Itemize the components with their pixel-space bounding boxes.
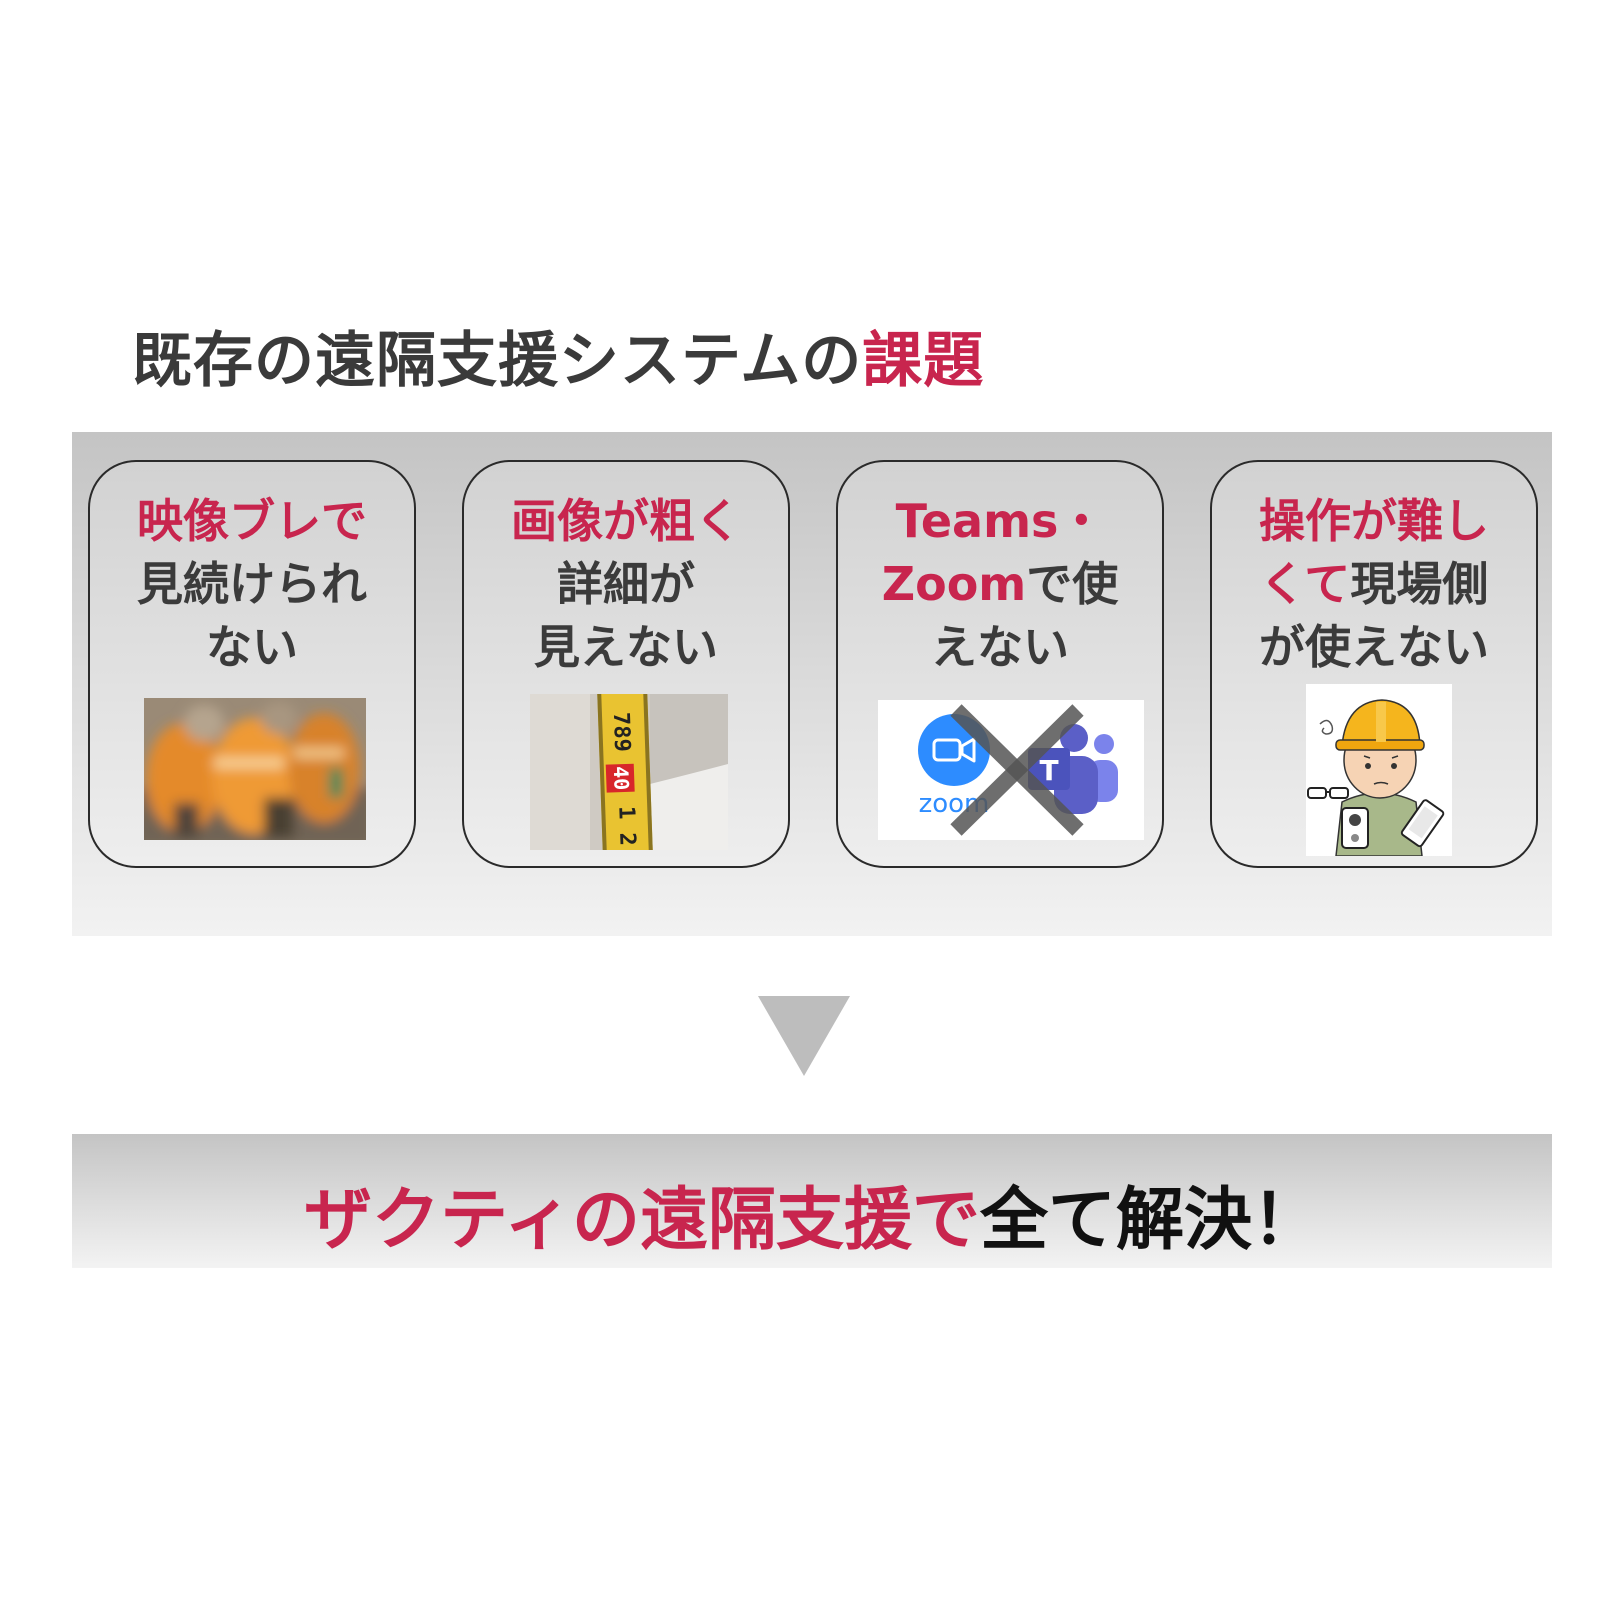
- card-line-accent: Teams・: [895, 494, 1105, 548]
- page-title-text: 既存の遠隔支援システムの: [132, 326, 863, 396]
- down-triangle-arrow: [758, 996, 850, 1076]
- wearable-camera-icon: [1341, 807, 1369, 849]
- card-line: 詳細が: [557, 557, 695, 611]
- smart-glasses-icon: [1307, 787, 1349, 799]
- card-line: 現場側: [1350, 557, 1489, 611]
- card-line: で使: [1026, 557, 1119, 611]
- app-logos-image: zoom T: [878, 700, 1144, 840]
- page-title: 既存の遠隔支援システムの課題: [132, 312, 984, 399]
- smartphone-icon: [1400, 799, 1445, 848]
- tape-numbers: 789: [608, 712, 634, 753]
- card-line: ない: [206, 620, 298, 674]
- issue-card-text: 画像が粗く 詳細が 見えない: [464, 490, 788, 679]
- solution-banner-text: ザクティの遠隔支援で全て解決！: [72, 1164, 1552, 1263]
- banner-plain: 全て解決！: [979, 1181, 1320, 1260]
- card-line: が使えない: [1259, 620, 1489, 674]
- issue-card-hard-to-operate: 操作が難し くて現場側 が使えない: [1210, 460, 1538, 868]
- card-line-accent: 操作が難し: [1259, 494, 1489, 548]
- issue-card-low-resolution: 画像が粗く 詳細が 見えない 789 40 1 2: [462, 460, 790, 868]
- blurred-workers-photo: [144, 698, 366, 840]
- cross-mark: [950, 704, 1084, 836]
- issue-card-teams-zoom: Teams・ Zoomで使 えない zoom T: [836, 460, 1164, 868]
- svg-text:1 2: 1 2: [613, 806, 639, 847]
- card-line-accent: くて: [1259, 557, 1351, 611]
- card-line-accent: 画像が粗く: [511, 494, 741, 548]
- tape-highlight-number: 40: [609, 766, 634, 791]
- card-line: 見続けられ: [137, 557, 367, 611]
- teams-logo-letter: T: [1039, 754, 1058, 787]
- card-line: えない: [931, 620, 1069, 674]
- solution-banner: ザクティの遠隔支援で全て解決！: [72, 1134, 1552, 1268]
- card-line-accent: Zoom: [881, 557, 1027, 611]
- card-line: 見えない: [534, 620, 718, 674]
- issue-card-text: Teams・ Zoomで使 えない: [838, 490, 1162, 679]
- banner-accent: ザクティの遠隔支援で: [304, 1181, 980, 1260]
- confused-worker-illustration: [1306, 684, 1452, 856]
- page-title-accent: 課題: [862, 326, 985, 396]
- tape-measure-photo: 789 40 1 2: [530, 694, 728, 850]
- issue-card-text: 映像ブレで 見続けられ ない: [90, 490, 414, 679]
- card-line-accent: 映像ブレで: [137, 494, 367, 548]
- issue-card-shaky-video: 映像ブレで 見続けられ ない: [88, 460, 416, 868]
- issue-card-text: 操作が難し くて現場側 が使えない: [1212, 490, 1536, 679]
